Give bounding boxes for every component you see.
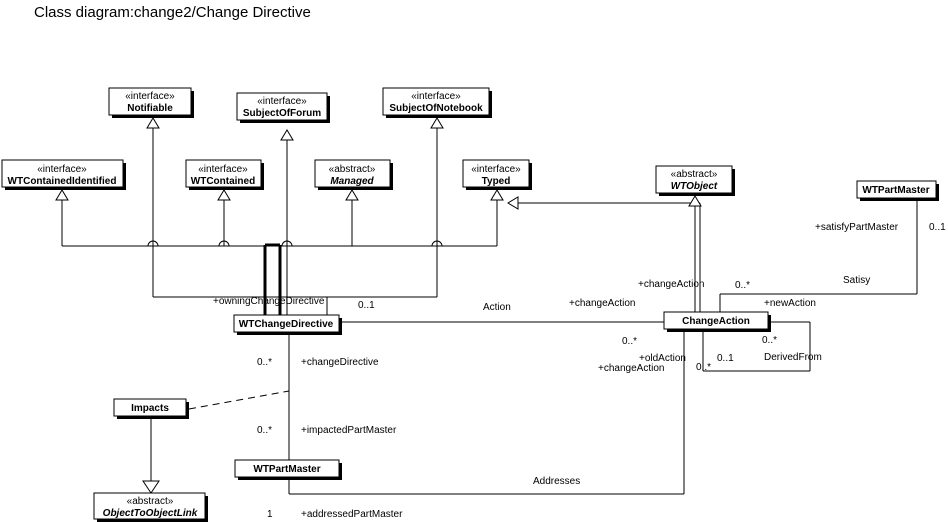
class-wt-contained[interactable]: «interface» WTContained [185,159,264,190]
role-label: +changeDirective [301,357,379,368]
association-name: DerivedFrom [764,352,822,363]
multiplicity-label: 0..1 [929,222,946,233]
class-notifiable[interactable]: «interface» Notifiable [108,87,194,118]
class-name: SubjectOfNotebook [389,103,483,114]
stereotype-label: «interface» [198,164,248,175]
stereotype-label: «interface» [37,164,87,175]
multiplicity-label: 0..* [257,357,272,368]
class-wt-change-directive[interactable]: WTChangeDirective [233,314,342,335]
class-wt-object[interactable]: «abstract» WTObject [655,165,735,196]
role-label: +satisfyPartMaster [815,222,899,233]
stereotype-label: «interface» [471,164,521,175]
role-label: +owningChangeDirective [213,296,325,307]
role-label: +changeAction [569,298,635,309]
diagram-title: Class diagram:change2/Change Directive [34,4,311,21]
role-label: +newAction [764,298,816,309]
class-name: Managed [330,176,374,187]
class-name: WTContained [191,176,255,187]
class-subject-of-notebook[interactable]: «interface» SubjectOfNotebook [382,87,492,118]
role-label: +addressedPartMaster [301,509,403,520]
stereotype-label: «abstract» [329,164,376,175]
multiplicity-label: 0..1 [358,300,375,311]
class-name: Typed [482,176,511,187]
generalization-arrowheads [55,117,702,494]
class-name: WTContainedIdentified [8,176,117,187]
association-labels: +owningChangeDirective 0..1 Action +chan… [213,222,946,520]
multiplicity-label: 0..* [735,280,750,291]
class-wt-contained-identified[interactable]: «interface» WTContainedIdentified [1,159,126,190]
association-name: Action [483,302,511,313]
multiplicity-label: 0..* [622,336,637,347]
connectors [61,128,918,495]
class-wt-part-master-right[interactable]: WTPartMaster [856,180,939,201]
class-impacts[interactable]: Impacts [113,398,189,419]
class-object-to-object-link[interactable]: «abstract» ObjectToObjectLink [93,492,208,522]
role-label: +changeAction [598,363,664,374]
association-name: Satisy [843,275,870,286]
class-name: Notifiable [127,103,173,114]
class-name: ChangeAction [682,316,750,327]
role-label: +changeAction [638,279,704,290]
stereotype-label: «interface» [125,91,175,102]
class-subject-of-forum[interactable]: «interface» SubjectOfForum [236,92,330,123]
stereotype-label: «interface» [411,91,461,102]
stereotype-label: «abstract» [671,169,718,180]
class-name: Impacts [131,403,169,414]
class-name: SubjectOfForum [243,108,321,119]
class-wt-part-master[interactable]: WTPartMaster [234,459,342,480]
stereotype-label: «interface» [257,96,307,107]
class-typed[interactable]: «interface» Typed [462,159,532,190]
class-name: WTPartMaster [253,464,320,475]
role-label: +oldAction [639,353,686,364]
class-change-action[interactable]: ChangeAction [663,311,771,332]
class-name: WTPartMaster [862,185,929,196]
role-label: +impactedPartMaster [301,425,397,436]
multiplicity-label: 0..* [696,362,711,373]
class-name: WTObject [671,181,718,192]
multiplicity-label: 0..1 [717,353,734,364]
stereotype-label: «abstract» [127,496,174,507]
multiplicity-label: 0..* [257,425,272,436]
class-name: WTChangeDirective [239,319,334,330]
class-managed[interactable]: «abstract» Managed [314,159,393,190]
multiplicity-label: 1 [267,509,273,520]
association-name: Addresses [533,476,580,487]
multiplicity-label: 0..* [762,335,777,346]
class-name: ObjectToObjectLink [103,508,198,519]
